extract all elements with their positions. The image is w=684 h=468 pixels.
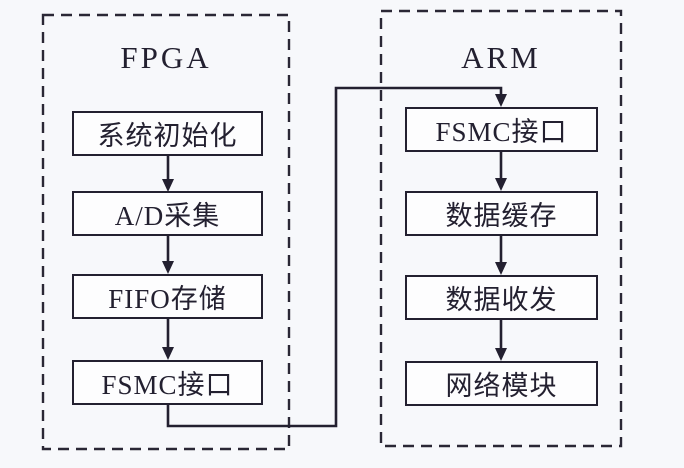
node-arm-data-cache: 数据缓存 bbox=[405, 191, 598, 236]
fpga-group-title: FPGA bbox=[120, 40, 212, 75]
node-fpga-fsmc-interface: FSMC接口 bbox=[72, 360, 263, 405]
arrow-fpga-init-to-ad bbox=[162, 156, 174, 192]
arrow-arm-fsmc-to-cache bbox=[495, 152, 507, 191]
node-fpga-ad-sampling: A/D采集 bbox=[72, 191, 263, 236]
arrow-arm-txrx-to-net bbox=[495, 320, 507, 361]
node-arm-fsmc-interface: FSMC接口 bbox=[405, 107, 598, 152]
node-arm-network-module: 网络模块 bbox=[405, 361, 598, 406]
connector-fpga-to-arm bbox=[166, 86, 507, 428]
node-arm-data-transceive: 数据收发 bbox=[405, 275, 598, 320]
arrow-fpga-fifo-to-fsmc bbox=[162, 319, 174, 360]
node-fpga-fifo-storage: FIFO存储 bbox=[72, 274, 263, 319]
fpga-group-border bbox=[41, 13, 291, 451]
arm-group-title: ARM bbox=[461, 40, 541, 75]
arrow-arm-cache-to-txrx bbox=[495, 236, 507, 275]
arrow-fpga-ad-to-fifo bbox=[162, 236, 174, 274]
arm-group-border bbox=[379, 9, 623, 448]
node-fpga-system-init: 系统初始化 bbox=[72, 111, 263, 156]
